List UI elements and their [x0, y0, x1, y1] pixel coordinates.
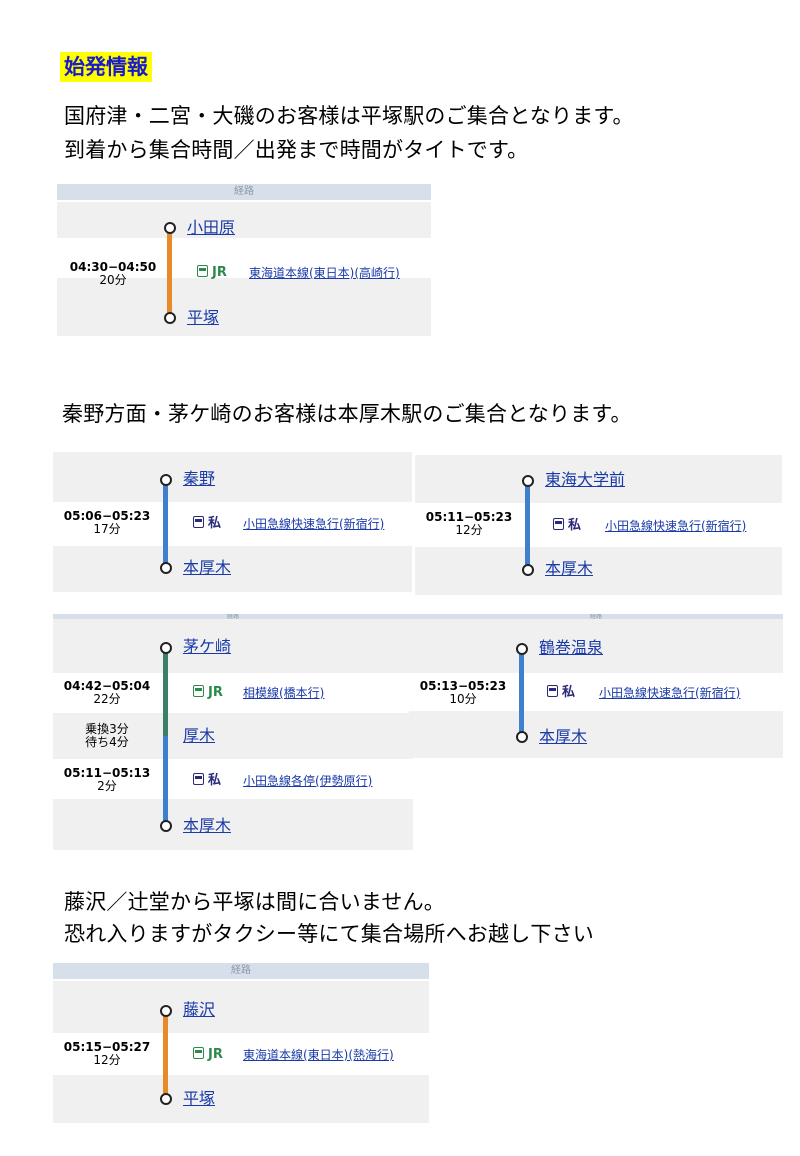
line-link[interactable]: 東海道本線(東日本)(熱海行): [243, 1048, 394, 1062]
time-range: 05:13−05:23: [419, 679, 507, 693]
station-marker: [160, 820, 172, 832]
duration: 2分: [97, 779, 117, 793]
route-card: 経路 小田原 04:30−04:50 20分 JR 東海道本線(東日本)(高崎行…: [57, 184, 431, 336]
train-icon: [193, 773, 204, 785]
notice-line: 到着から集合時間／出発まで時間がタイトです。: [64, 138, 529, 162]
notice-line: 恐れ入りますがタクシー等にて集合場所へお越し下さい: [64, 922, 594, 946]
line-link[interactable]: 東海道本線(東日本)(高崎行): [249, 266, 400, 280]
route-card: 経路 鶴巻温泉 05:13−05:23 10分 私 小田急線快速急行(新宿行) …: [409, 614, 783, 758]
station-marker: [160, 642, 172, 654]
time-range: 04:42−05:04: [63, 679, 151, 693]
station-link[interactable]: 藤沢: [183, 1000, 216, 1019]
train-icon: [193, 685, 204, 697]
route-card: 秦野 05:06−05:23 17分 私 小田急線快速急行(新宿行) 本厚木: [53, 452, 412, 592]
operator-badge: JR: [197, 265, 227, 281]
operator-badge: 私: [553, 518, 581, 534]
duration: 12分: [93, 1053, 121, 1067]
segment-time: 04:30−04:50 20分: [61, 261, 165, 287]
line-link[interactable]: 小田急線快速急行(新宿行): [243, 517, 385, 531]
transfer-wait: 待ち4分: [85, 735, 129, 749]
segment-time: 05:15−05:27 12分: [55, 1041, 159, 1067]
train-icon: [547, 685, 558, 697]
station-link[interactable]: 本厚木: [183, 816, 232, 835]
station-marker: [516, 731, 528, 743]
duration: 10分: [449, 692, 477, 706]
route-card: 経路 茅ケ崎 04:42−05:04 22分 JR 相模線(橋本行) 乗換3分 …: [53, 614, 413, 850]
route-line: [163, 652, 168, 736]
duration: 22分: [93, 692, 121, 706]
segment-time: 04:42−05:04 22分: [55, 680, 159, 706]
duration: 12分: [455, 523, 483, 537]
station-link[interactable]: 東海大学前: [545, 470, 626, 489]
route-line: [163, 482, 168, 572]
line-link[interactable]: 小田急線各停(伊勢原行): [243, 774, 373, 788]
time-range: 04:30−04:50: [69, 260, 157, 274]
operator-badge: 私: [193, 516, 221, 532]
train-icon: [193, 516, 204, 528]
route-line: [167, 228, 172, 318]
station-link[interactable]: 鶴巻温泉: [539, 638, 604, 657]
station-link[interactable]: 秦野: [183, 469, 216, 488]
segment-time: 05:11−05:23 12分: [417, 511, 521, 537]
route-header: 経路: [57, 184, 431, 200]
page-title: 始発情報: [60, 52, 152, 82]
station-marker: [160, 1005, 172, 1017]
time-range: 05:15−05:27: [63, 1040, 151, 1054]
time-range: 05:06−05:23: [63, 509, 151, 523]
route-line: [525, 485, 530, 573]
segment-time: 05:11−05:13 2分: [55, 767, 159, 793]
notice-line: 秦野方面・茅ケ崎のお客様は本厚木駅のご集合となります。: [62, 402, 632, 426]
station-marker: [516, 643, 528, 655]
line-link[interactable]: 小田急線快速急行(新宿行): [605, 519, 747, 533]
notice-line: 藤沢／辻堂から平塚は間に合いません。: [64, 890, 445, 914]
route-card: 東海大学前 05:11−05:23 12分 私 小田急線快速急行(新宿行) 本厚…: [415, 455, 782, 595]
route-line: [163, 1015, 168, 1101]
station-link[interactable]: 本厚木: [539, 727, 588, 746]
station-marker: [160, 562, 172, 574]
route-card: 経路 藤沢 05:15−05:27 12分 JR 東海道本線(東日本)(熱海行)…: [53, 963, 429, 1123]
line-link[interactable]: 相模線(橋本行): [243, 686, 325, 700]
route-line: [163, 736, 168, 826]
station-link[interactable]: 茅ケ崎: [183, 637, 232, 656]
train-icon: [193, 1047, 204, 1059]
operator-badge: 私: [547, 685, 575, 701]
operator-badge: JR: [193, 1047, 223, 1063]
station-marker: [522, 475, 534, 487]
station-marker: [522, 564, 534, 576]
station-link[interactable]: 厚木: [183, 726, 216, 745]
station-marker: [164, 222, 176, 234]
segment-time: 05:06−05:23 17分: [55, 510, 159, 536]
route-header: 経路: [53, 614, 413, 620]
station-marker: [164, 312, 176, 324]
station-marker: [160, 474, 172, 486]
station-link[interactable]: 平塚: [187, 308, 220, 327]
station-marker: [160, 1093, 172, 1105]
time-range: 05:11−05:13: [63, 766, 151, 780]
duration: 17分: [93, 522, 121, 536]
transfer-info: 乗換3分 待ち4分: [55, 723, 159, 749]
route-header: 経路: [409, 614, 783, 620]
station-link[interactable]: 平塚: [183, 1089, 216, 1108]
station-link[interactable]: 本厚木: [183, 558, 232, 577]
segment-time: 05:13−05:23 10分: [411, 680, 515, 706]
route-line: [519, 652, 524, 738]
duration: 20分: [99, 273, 127, 287]
notice-line: 国府津・二宮・大磯のお客様は平塚駅のご集合となります。: [64, 104, 634, 128]
train-icon: [197, 265, 208, 277]
route-header: 経路: [53, 963, 429, 979]
line-link[interactable]: 小田急線快速急行(新宿行): [599, 686, 741, 700]
transfer-wait: 乗換3分: [85, 722, 129, 736]
operator-badge: 私: [193, 773, 221, 789]
station-link[interactable]: 小田原: [187, 218, 236, 237]
train-icon: [553, 518, 564, 530]
operator-badge: JR: [193, 685, 223, 701]
station-link[interactable]: 本厚木: [545, 559, 594, 578]
time-range: 05:11−05:23: [425, 510, 513, 524]
